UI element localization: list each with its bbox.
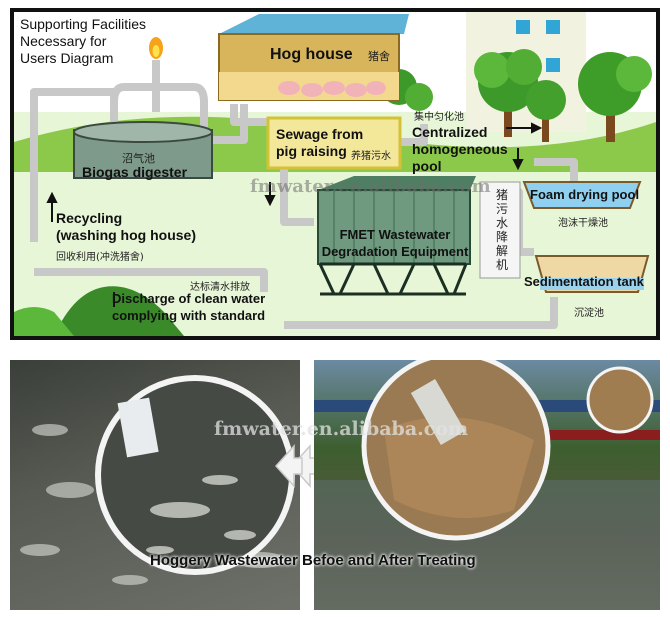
tree: [578, 52, 652, 142]
sewage-pool: [266, 116, 402, 170]
sedimentation-tank-label: Sedimentation tank: [524, 274, 644, 289]
discharge-cn-label: 达标清水排放: [190, 282, 250, 293]
fmet-equipment-label: FMET Wastewater Degradation Equipment: [321, 227, 469, 259]
centralized-pool-label: Centralized homogeneous pool: [412, 124, 508, 174]
sedimentation-tank-cn-label: 沉淀池: [574, 308, 604, 319]
hog-house-illustration: [218, 14, 409, 101]
photo-watermark: fmwater.en.alibaba.com: [214, 418, 469, 440]
sewage-cn-label: 养猪污水: [351, 151, 391, 162]
diagram-watermark: fmwater.en.alibaba.com: [250, 176, 491, 197]
sewage-label: Sewage from pig raising: [276, 126, 364, 159]
biogas-digester-label: Biogas digester: [82, 164, 188, 180]
pipes: [30, 60, 634, 329]
recycling-cn-label: 回收利用(冲洗猪舍): [56, 252, 144, 263]
fmet-equipment-illustration: [317, 176, 521, 296]
tree: [526, 80, 566, 142]
tree: [474, 49, 542, 137]
diagram-canvas: Supporting Facilities Necessary for User…: [14, 12, 656, 336]
biogas-cn-label: 沼气池: [122, 152, 155, 165]
equipment-cn-label: 猪 污 水 降 解 机: [495, 188, 508, 272]
biogas-digester-illustration: [73, 121, 213, 179]
hog-house-label: Hog house: [270, 46, 353, 63]
before-photo: [10, 360, 300, 610]
discharge-hill: [54, 286, 184, 336]
bush: [405, 83, 433, 111]
discharge-label: Discharge of clean water complying with …: [112, 291, 266, 323]
sedimentation-tank-illustration: [534, 255, 650, 293]
foam-drying-pool-cn-label: 泡沫干燥池: [558, 218, 608, 229]
centralized-cn-label: 集中匀化池: [414, 112, 464, 123]
photo-caption: Hoggery Wastewater Befoe and After Treat…: [150, 552, 476, 569]
flame-icon: [149, 37, 163, 59]
diagram-title: Supporting Facilities Necessary for User…: [20, 16, 147, 66]
before-after-photo: fmwater.en.alibaba.com Hoggery Wastewate…: [10, 352, 660, 610]
recycling-label: Recycling (washing hog house): [56, 210, 196, 243]
foam-drying-pool-label: Foam drying pool: [530, 187, 640, 202]
after-photo: [314, 360, 660, 610]
foam-drying-pool-illustration: [522, 181, 642, 209]
hog-house-cn-label: 猪舍: [368, 50, 390, 63]
